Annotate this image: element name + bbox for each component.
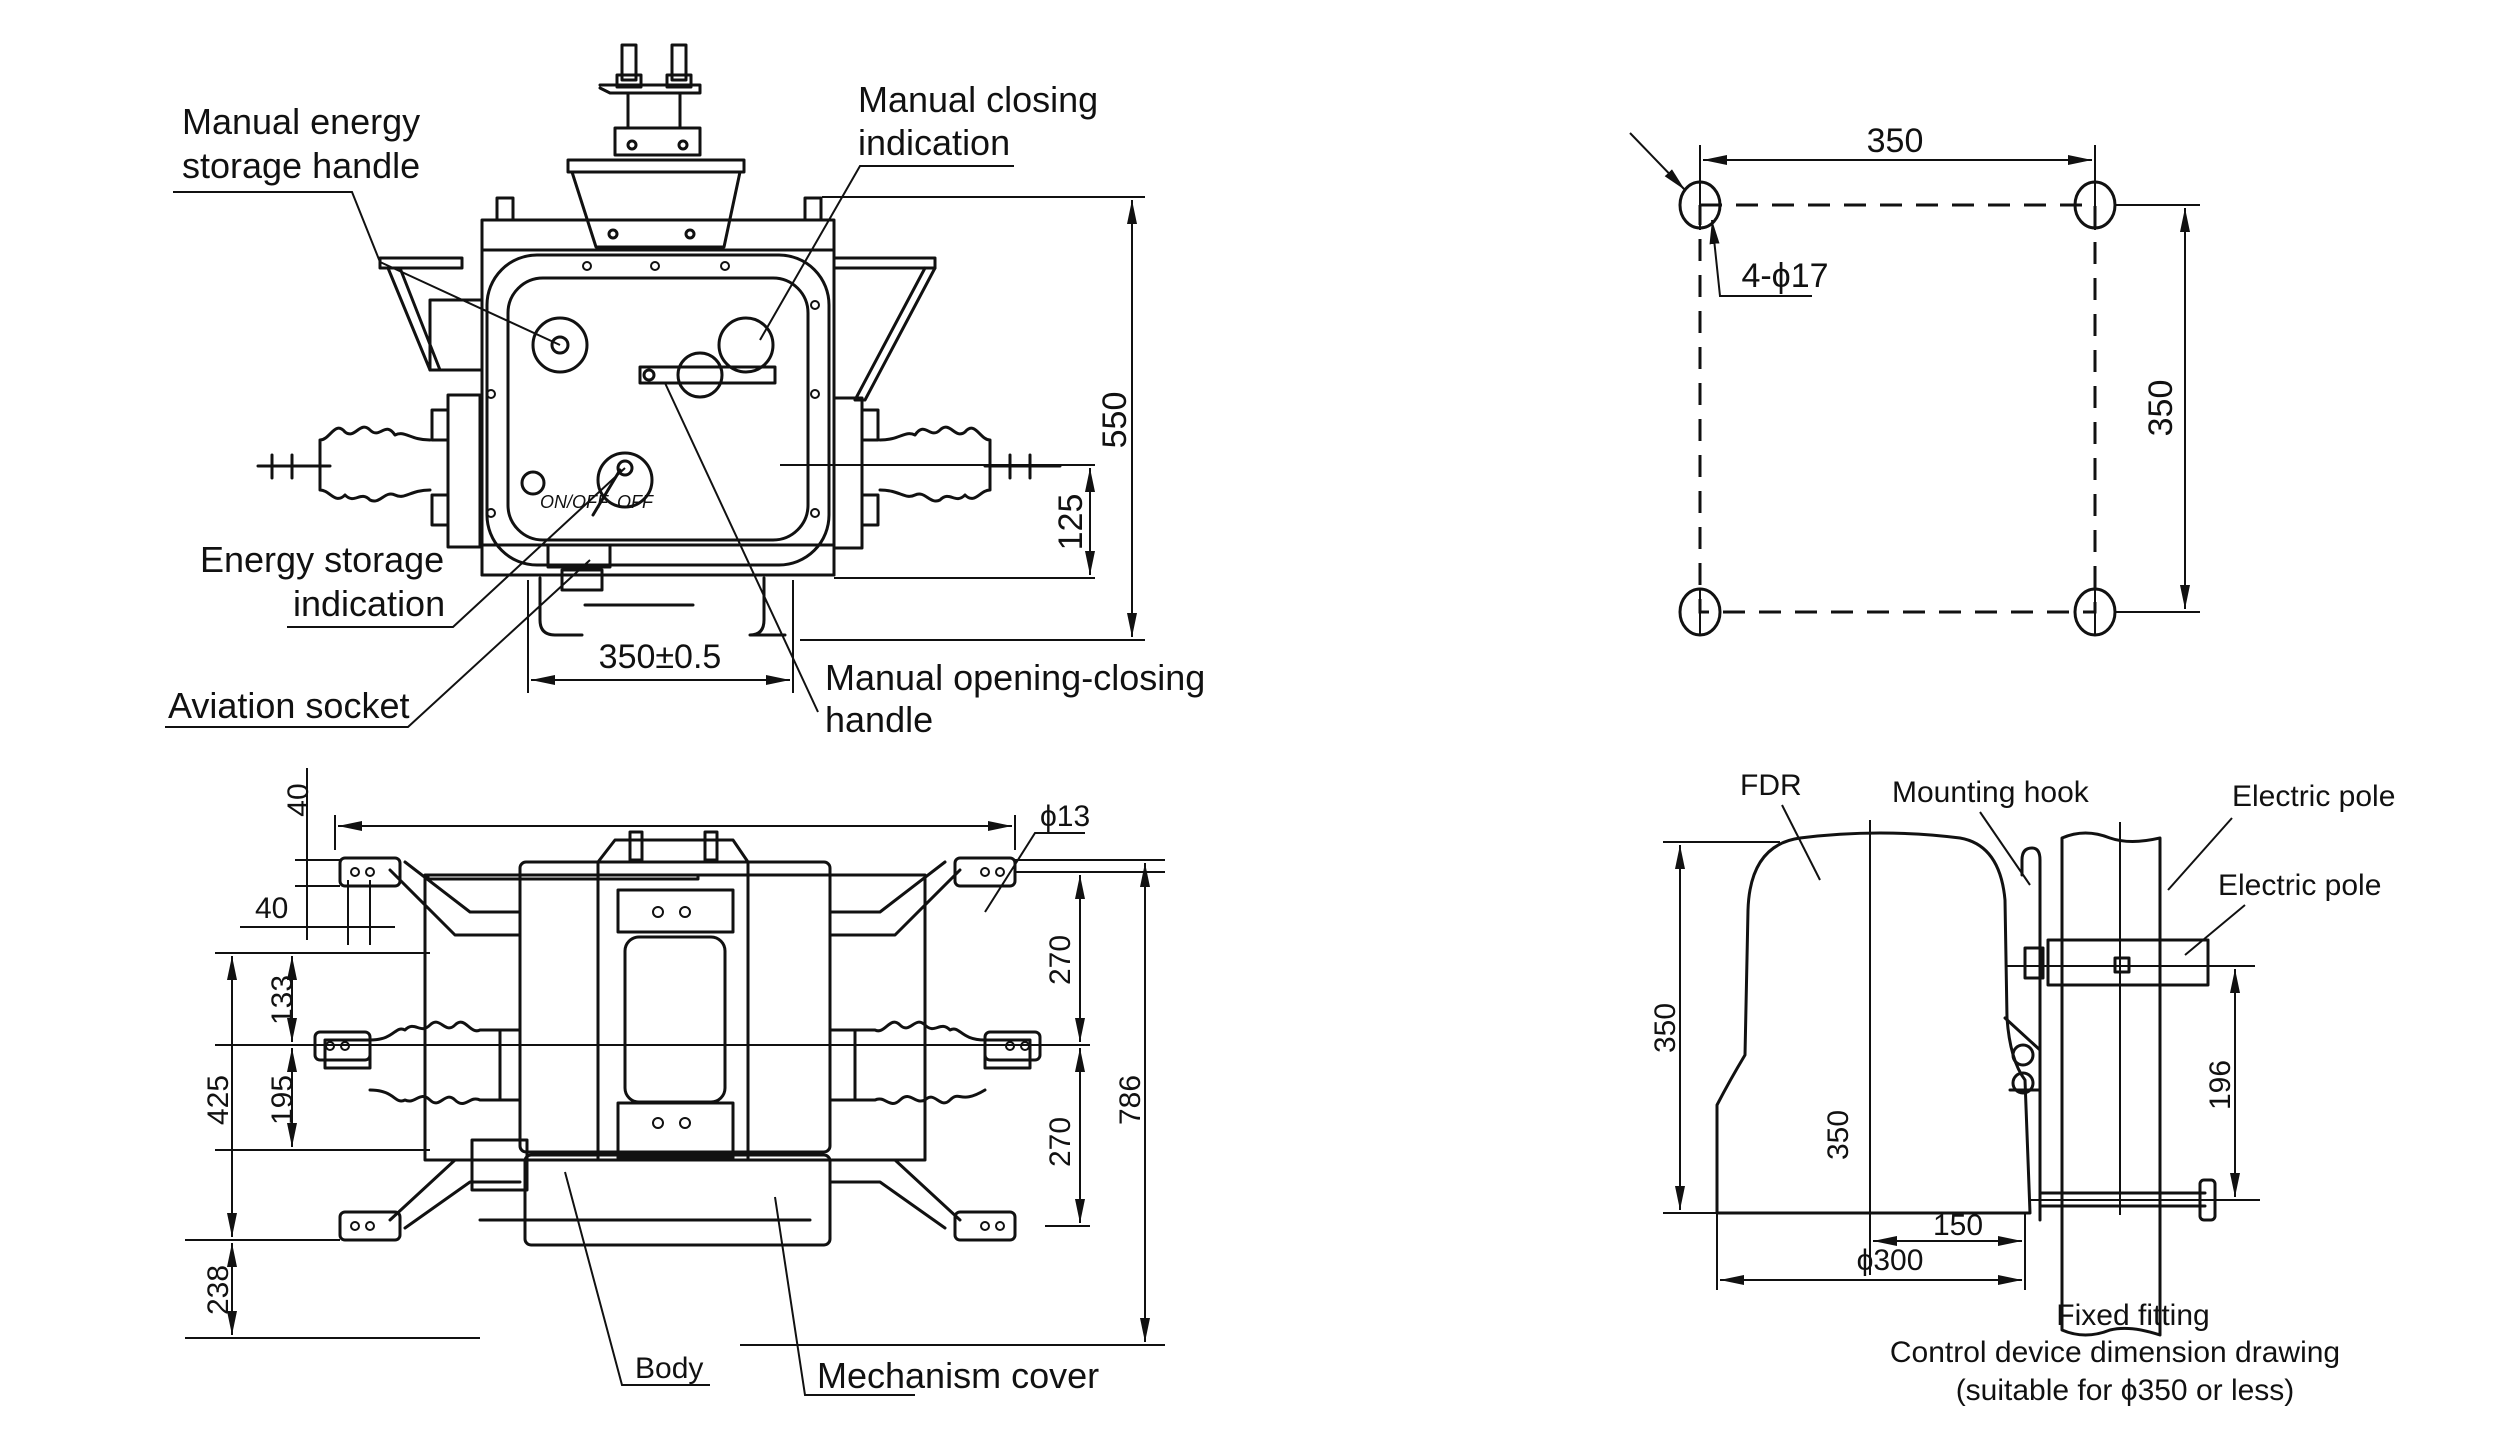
callout-manual-closing-indication: Manual closing indication: [759, 79, 1098, 341]
dim-height-550: 550: [1096, 392, 1134, 449]
energy-storage-indicator-dial: [596, 451, 654, 509]
top-view: 40 40 ϕ13 133 195 425 238 270 270 786: [185, 768, 1165, 1396]
dim-fdr-inner-height: 350: [1822, 1110, 1855, 1160]
dim-terminal-125: 125: [1052, 494, 1090, 551]
caption-subtitle: (suitable for ϕ350 or less): [1956, 1374, 2295, 1407]
label-electric-pole: Electric pole: [2232, 780, 2395, 813]
dim-terminal-offset-h: 40: [255, 892, 288, 925]
svg-text:Manual opening-closing: Manual opening-closing: [825, 657, 1205, 698]
callout-mechanism-cover: Mechanism cover: [774, 1196, 1099, 1396]
control-device-view: 350 350 150 ϕ300 196 FDR Mounting hook E…: [1649, 769, 2395, 1407]
dim-hole-spacing-h: 350: [1867, 122, 1924, 160]
closing-indicator-dial: [717, 316, 775, 374]
body-outline: [518, 860, 832, 1154]
svg-text:Body: Body: [635, 1352, 703, 1385]
fdr-housing: [1715, 831, 2032, 1215]
svg-text:Aviation socket: Aviation socket: [168, 685, 409, 726]
caption-title: Control device dimension drawing: [1890, 1336, 2340, 1369]
panel-mark-on-off: ON/OFF: [540, 492, 609, 512]
svg-text:Mechanism cover: Mechanism cover: [817, 1355, 1099, 1396]
dim-fdr-diameter: ϕ300: [1857, 1244, 1924, 1277]
mounting-holes-view: 350 350 4-ϕ17: [1629, 122, 2200, 637]
svg-text:storage handle: storage handle: [182, 145, 420, 186]
energy-storage-dial: [531, 316, 589, 374]
label-mounting-hook: Mounting hook: [1892, 776, 2090, 809]
label-electric-pole-clamp: Electric pole: [2218, 869, 2381, 902]
callout-body: Body: [564, 1171, 710, 1386]
svg-text:Manual closing: Manual closing: [858, 79, 1098, 120]
label-fdr: FDR: [1740, 769, 1802, 802]
top-terminal: [566, 43, 746, 249]
svg-text:handle: handle: [825, 699, 933, 740]
dim-bracket-spacing: 196: [2204, 1060, 2237, 1110]
svg-text:Energy storage: Energy storage: [200, 539, 444, 580]
breaker-body: ON/OFF OFF: [480, 196, 836, 592]
opening-closing-handle-bar: [638, 365, 777, 385]
dim-upper-to-mid: 133: [266, 975, 299, 1025]
electric-pole: [2060, 831, 2162, 1337]
dim-hole-diameter: 4-ϕ17: [1741, 257, 1828, 295]
panel-mark-off: OFF: [617, 492, 654, 512]
left-insulator: [256, 256, 484, 549]
dim-overall: 786: [1114, 1075, 1147, 1125]
svg-text:Manual energy: Manual energy: [182, 101, 420, 142]
right-insulator: [832, 256, 1062, 550]
mechanism-cover-outline: [523, 1153, 832, 1247]
callout-manual-energy-storage-handle: Manual energy storage handle: [173, 101, 561, 346]
callout-energy-storage-indication: Energy storage indication: [200, 467, 626, 628]
front-view: ON/OFF OFF: [165, 43, 1205, 740]
dim-mid-to-lower: 195: [266, 1075, 299, 1125]
dim-left-span: 425: [202, 1075, 235, 1125]
dim-mounting-350: 350±0.5: [599, 638, 722, 676]
svg-text:indication: indication: [858, 122, 1010, 163]
dim-hole-13: ϕ13: [1040, 800, 1090, 833]
label-fixed-fitting: Fixed fitting: [2056, 1299, 2209, 1332]
dim-hole-spacing-v: 350: [2142, 380, 2180, 437]
callout-aviation-socket: Aviation socket: [165, 559, 591, 728]
dim-fdr-height: 350: [1649, 1003, 1682, 1053]
dim-right-upper: 270: [1044, 935, 1077, 985]
callout-manual-opening-closing-handle: Manual opening-closing handle: [664, 382, 1205, 740]
dim-bottom-offset: 238: [202, 1265, 235, 1315]
dim-half-width: 150: [1933, 1209, 1983, 1242]
dim-right-lower: 270: [1044, 1117, 1077, 1167]
dim-terminal-offset-v: 40: [282, 783, 315, 816]
svg-text:indication: indication: [293, 583, 445, 624]
